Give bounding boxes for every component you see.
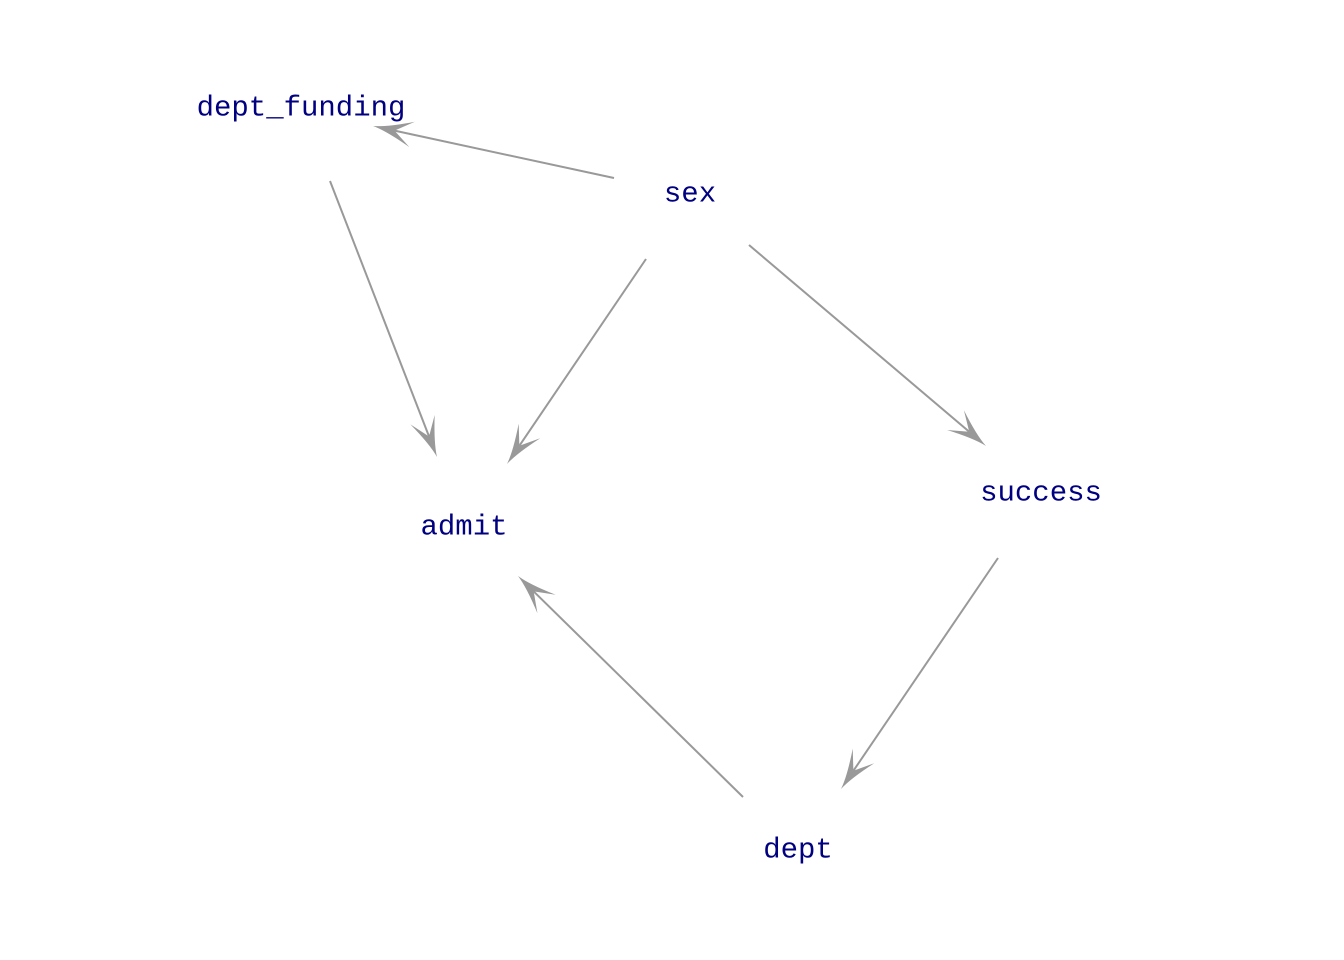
edges-layer [329, 121, 999, 798]
edge-line-sex-to-success [748, 244, 970, 433]
edge-line-dept-to-admit [532, 590, 744, 798]
edge-line-sex-to-dept_funding [394, 129, 615, 179]
node-sex: sex [664, 178, 716, 211]
edge-dept_funding-to-admit [329, 180, 437, 457]
node-success: success [980, 477, 1102, 510]
edge-sex-to-dept_funding [373, 121, 615, 179]
arrowhead-sex-to-success [947, 410, 986, 446]
arrowhead-sex-to-dept_funding [373, 121, 415, 148]
arrowhead-dept_funding-to-admit [410, 415, 437, 457]
arrowhead-success-to-dept [841, 748, 875, 789]
edge-sex-to-success [748, 244, 986, 446]
arrowhead-dept-to-admit [518, 576, 556, 614]
edge-line-dept_funding-to-admit [329, 180, 430, 437]
arrowhead-sex-to-admit [507, 423, 541, 464]
edge-sex-to-admit [507, 258, 647, 464]
edge-dept-to-admit [518, 576, 744, 798]
edge-line-sex-to-admit [518, 258, 647, 447]
node-admit: admit [420, 511, 507, 544]
node-dept: dept [763, 834, 833, 867]
edge-success-to-dept [841, 557, 999, 789]
node-dept-funding: dept_funding [197, 92, 406, 125]
edge-line-success-to-dept [852, 557, 999, 772]
